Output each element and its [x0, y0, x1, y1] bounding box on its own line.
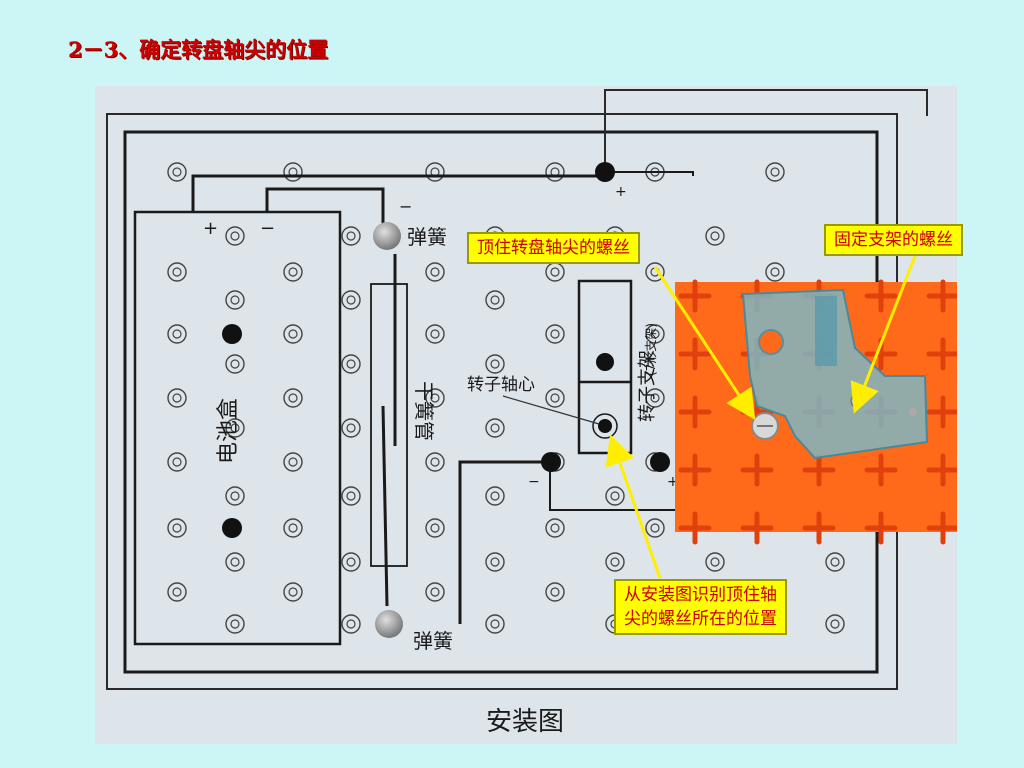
- board-hole: [167, 262, 187, 282]
- contact-left: [541, 452, 561, 472]
- board-hole: [341, 290, 361, 310]
- board-hole: [425, 452, 445, 472]
- board-hole: [167, 518, 187, 538]
- board-hole: [167, 324, 187, 344]
- battery-minus-sign: −: [260, 218, 275, 239]
- reed-switch-tube: [370, 283, 408, 567]
- board-hole: [485, 486, 505, 506]
- contact-right: [650, 452, 670, 472]
- board-hole: [341, 614, 361, 634]
- battery-terminal-top: [222, 324, 242, 344]
- svg-text:−: −: [399, 197, 412, 216]
- board-hole: [825, 552, 845, 572]
- board-hole: [225, 552, 245, 572]
- board-hole: [485, 552, 505, 572]
- diagram-caption: 安装图: [486, 707, 564, 737]
- spring-bottom-ball: [375, 610, 403, 638]
- board-hole: [705, 226, 725, 246]
- board-hole: [225, 486, 245, 506]
- wire-bottom: [458, 460, 550, 624]
- board-hole: [765, 262, 785, 282]
- board-hole: [545, 518, 565, 538]
- svg-text:−: −: [528, 474, 540, 490]
- board-hole: [167, 582, 187, 602]
- rotor-bracket-label: 转子支架: [637, 350, 658, 422]
- battery-box-label: 电池盒: [216, 398, 241, 464]
- board-hole: [283, 324, 303, 344]
- board-hole: [825, 614, 845, 634]
- rotor-axis-point: [598, 419, 612, 433]
- board-hole: [545, 324, 565, 344]
- callout-fixing-screw: 固定支架的螺丝: [824, 224, 963, 256]
- installation-diagram-photo: 电池盒 + − 弹簧 弹簧 − 干簧管 转子轴心 转子支架 (7形支架) +: [95, 86, 957, 744]
- board-hole: [283, 582, 303, 602]
- board-hole: [225, 354, 245, 374]
- board-hole: [485, 418, 505, 438]
- board-holes: [167, 162, 845, 634]
- board-hole: [167, 162, 187, 182]
- board-hole: [545, 388, 565, 408]
- contact-top: [595, 162, 615, 182]
- board-hole: [341, 354, 361, 374]
- spring-top-ball: [373, 222, 401, 250]
- board-hole: [341, 418, 361, 438]
- board-hole: [283, 452, 303, 472]
- board-hole: [425, 162, 445, 182]
- callout-pivot-screw: 顶住转盘轴尖的螺丝: [467, 232, 640, 264]
- board-hole: [425, 518, 445, 538]
- battery-terminal-bottom: [222, 518, 242, 538]
- board-hole: [425, 324, 445, 344]
- board-hole: [225, 290, 245, 310]
- board-hole: [283, 518, 303, 538]
- board-hole: [167, 452, 187, 472]
- battery-plus-sign: +: [203, 218, 218, 239]
- board-hole: [341, 226, 361, 246]
- callout-bottom-line2: 尖的螺丝所在的位置: [624, 609, 777, 629]
- rotor-bracket-box: [577, 279, 633, 455]
- board-hole: [485, 354, 505, 374]
- board-hole: [225, 418, 245, 438]
- board-hole: [545, 162, 565, 182]
- reed-switch-label: 干簧管: [412, 381, 436, 441]
- wire-top-2: [265, 187, 385, 236]
- board-hole: [167, 388, 187, 408]
- board-hole: [485, 290, 505, 310]
- slide-title: 2－3、确定转盘轴尖的位置: [68, 37, 329, 62]
- bracket-close-up-photo: [675, 279, 957, 545]
- fixing-screw: [850, 394, 864, 408]
- board-hole: [545, 582, 565, 602]
- board-hole: [425, 262, 445, 282]
- board-hole: [225, 226, 245, 246]
- spring-bottom-label: 弹簧: [413, 629, 453, 653]
- svg-text:+: +: [667, 474, 679, 490]
- board-hole: [283, 388, 303, 408]
- svg-text:+: +: [615, 184, 627, 200]
- spring-top-label: 弹簧: [407, 225, 447, 249]
- board-hole: [341, 552, 361, 572]
- board-hole: [341, 486, 361, 506]
- board-hole: [425, 582, 445, 602]
- callout-identify-position: 从安装图识别顶住轴 尖的螺丝所在的位置: [614, 579, 787, 635]
- board-hole: [485, 614, 505, 634]
- board-hole: [705, 552, 725, 572]
- board-hole: [225, 614, 245, 634]
- battery-box: [133, 210, 342, 646]
- board-hole: [765, 162, 785, 182]
- rotor-bracket-note: (7形支架): [644, 323, 658, 376]
- board-hole: [283, 262, 303, 282]
- board-hole: [283, 162, 303, 182]
- board-hole: [425, 388, 445, 408]
- rotor-axis-label: 转子轴心: [467, 375, 535, 395]
- callout-bottom-line1: 从安装图识别顶住轴: [624, 585, 777, 605]
